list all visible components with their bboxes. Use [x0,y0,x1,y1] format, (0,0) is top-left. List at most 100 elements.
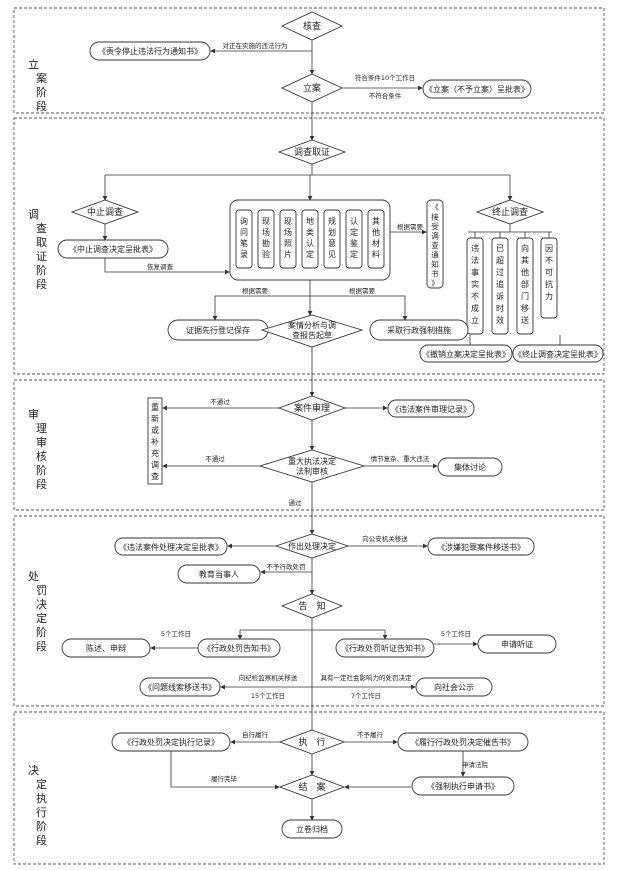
educate-node[interactable] [177,564,261,584]
stage-char: 定 [36,777,47,791]
label-7days: 7个工作日 [351,691,381,700]
vertical-node-ev4[interactable] [301,209,319,269]
stage-char: 段 [36,833,47,847]
vertical-char-ev5: 意 [328,238,336,248]
stage-char: 处 [28,570,39,583]
vertical-char-tr1: 违 [471,244,479,253]
label-resume: 恢复调查 [147,262,174,271]
crime-transfer-node[interactable] [427,537,535,556]
stop-order-node[interactable] [89,41,211,61]
apply-hearing-node[interactable] [477,634,557,654]
label-5days-1: 5个工作日 [161,629,191,638]
label-meet: 符合条件10个工作日 [355,73,415,82]
archive-node[interactable] [281,819,343,839]
label-done: 履行完毕 [211,774,238,783]
collective-node[interactable] [437,457,503,477]
archive-label: 立卷归档 [296,824,328,834]
hearing-notice-node[interactable] [335,638,435,658]
collective-label: 集体讨论 [454,462,486,472]
filing-approval-node[interactable] [422,79,532,99]
vertical-char-tr2: 已 [496,244,504,253]
vertical-char-tr3: 向 [521,243,529,253]
vertical-char-ev5: 规 [328,216,336,226]
stage-char: 决 [36,598,47,611]
vertical-char-tr1: 事 [471,267,479,277]
vertical-node-ev7[interactable] [367,209,385,269]
vertical-char-reinvest: 补 [151,437,159,447]
crime-transfer-label: 《涉嫌犯罪案件移送书》 [437,542,525,552]
label-social: 具有一定社会影响力的处罚决定 [321,673,413,682]
vertical-char-ev3: 场 [284,228,292,237]
penalty-notice-label: 《行政处罚告知书》 [203,643,275,653]
edge-to-preserve [212,295,310,321]
terminate-approval-node[interactable] [512,344,604,363]
public-notice-label: 向社会公示 [434,682,474,692]
stop-order-label: 《责令停止违法行为通知书》 [98,46,202,56]
vertical-char-ev7: 材 [372,238,380,248]
vertical-char-ev3: 片 [284,249,292,259]
legal-review-node[interactable] [258,449,366,483]
stage-label-execution: 决 定 执 行 阶 段 [28,764,47,847]
vertical-char-reinvest: 或 [151,425,159,435]
filing-approval-label: 《立案（不予立案）呈批表》 [425,84,529,94]
hearing-notice-label: 《行政处罚听证告知书》 [341,643,429,653]
stage-frame-execution [13,711,605,865]
vertical-node-ev5[interactable] [323,209,341,269]
vertical-char-reinvest: 调 [151,461,159,470]
vertical-char-reinvest: 重 [151,402,159,412]
vertical-node-tr2[interactable] [491,237,509,335]
stage-label-filing: 立 案 阶 段 [28,57,47,113]
suspend-approval-node[interactable] [57,239,169,259]
stage-char: 调 [28,208,39,221]
legal-review-label-1: 重大执法决定 [288,456,336,466]
stage-char: 证 [36,250,47,263]
vertical-node-tr3[interactable] [516,237,534,335]
stage-frame-penalty [13,515,605,707]
vertical-char-notice_v: 查 [431,240,439,250]
edge-exec-to-close [170,751,280,790]
execute-label: 执 行 [298,736,325,748]
label-fail-2: 不通过 [205,454,225,463]
clue-transfer-node[interactable] [139,677,221,697]
stage-label-penalty: 处 罚 决 定 阶 段 [28,570,47,653]
vertical-char-tr4: 力 [545,291,553,301]
investigation-notice-node[interactable] [426,199,444,289]
label-notexec: 不予履行 [357,730,384,739]
decision-approval-node[interactable] [114,537,228,556]
vertical-node-ev6[interactable] [345,209,363,269]
label-nopenalty: 不予行政处罚 [267,562,306,571]
vertical-char-ev5: 见 [328,250,336,259]
vertical-char-ev6: 定 [350,227,358,237]
vertical-char-tr2: 效 [496,315,504,325]
statement-node[interactable] [61,638,151,658]
stage-char: 罚 [36,584,47,597]
public-notice-node[interactable] [415,677,493,697]
stage-char: 案 [36,71,47,85]
revoke-filing-node[interactable] [419,344,513,363]
stage-char: 理 [36,422,47,435]
vertical-char-tr3: 部 [521,279,529,289]
coercive-measure-node[interactable] [369,319,469,341]
enforce-apply-node[interactable] [411,776,515,796]
vertical-char-notice_v: 调 [431,232,439,241]
stage-label-review: 审 理 审 核 阶 段 [28,407,47,491]
filing-label: 立案 [303,82,321,94]
vertical-node-tr1[interactable] [466,237,484,335]
label-15days: 15个工作日 [251,691,285,700]
vertical-node-ev1[interactable] [235,209,253,269]
stage-label-investigation: 调 查 取 证 阶 段 [28,208,47,291]
vertical-node-ev2[interactable] [257,209,275,269]
urge-notice-label: 《履行行政处罚决定催告书》 [411,737,515,747]
vertical-char-ev1: 录 [240,250,248,259]
reinvestigate-node[interactable] [147,397,163,485]
vertical-char-notice_v: 》 [431,279,439,288]
vertical-node-ev3[interactable] [279,209,297,269]
vertical-char-tr3: 门 [521,291,529,301]
review-record-node[interactable] [387,399,475,418]
check-label: 核查 [303,20,321,32]
suspend-approval-label: 《中止调查决定呈批表》 [69,244,157,254]
stage-char: 阶 [36,85,47,99]
investigate-label: 调查取证 [294,146,330,158]
vertical-node-tr4[interactable] [540,237,558,319]
label-5days-2: 5个工作日 [441,629,471,638]
